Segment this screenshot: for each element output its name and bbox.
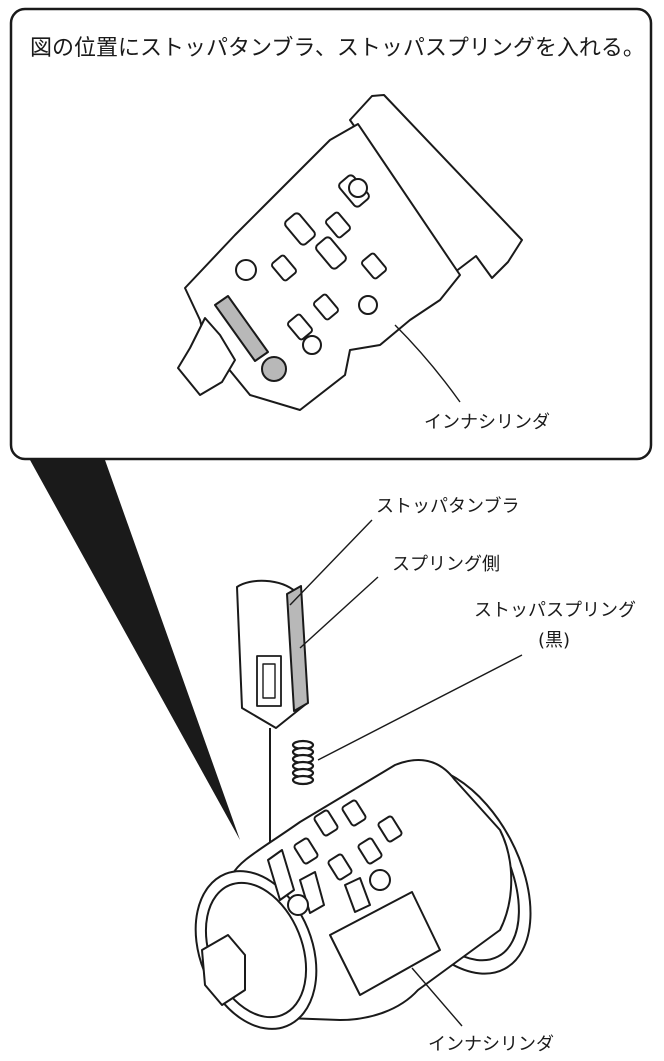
label-stopper-tumbler: ストッパタンブラ bbox=[376, 496, 520, 517]
leader-spring-side bbox=[299, 576, 379, 649]
stopper-spring[interactable] bbox=[291, 739, 315, 786]
tumbler-window-inner bbox=[262, 663, 276, 699]
stopper-spring-position[interactable] bbox=[261, 356, 287, 382]
leader-inner-cylinder-top bbox=[394, 324, 461, 403]
cylinder-tail bbox=[177, 317, 236, 396]
callout-wedge bbox=[30, 460, 240, 840]
stopper-tumbler-slot[interactable] bbox=[214, 295, 269, 362]
key-tail bbox=[201, 934, 246, 1006]
tumbler-spring-side-face bbox=[286, 585, 309, 712]
label-stopper-spring: ストッパスプリング bbox=[474, 600, 636, 621]
inner-cylinder-top-view bbox=[177, 94, 523, 411]
instruction-text: 図の位置にストッパタンブラ、ストッパスプリングを入れる。 bbox=[30, 36, 645, 61]
label-inner-cylinder-top: インナシリンダ bbox=[424, 412, 550, 433]
leader-stopper-tumbler bbox=[289, 519, 373, 606]
label-stopper-spring-color: (黒) bbox=[538, 630, 571, 651]
stopper-tumbler[interactable] bbox=[236, 579, 309, 729]
leader-inner-cylinder-bottom bbox=[411, 967, 463, 1027]
inner-cylinder-bottom bbox=[194, 759, 532, 1030]
label-spring-side: スプリング側 bbox=[392, 554, 500, 575]
label-inner-cylinder-bottom: インナシリンダ bbox=[428, 1034, 554, 1055]
leader-stopper-spring bbox=[317, 654, 523, 761]
